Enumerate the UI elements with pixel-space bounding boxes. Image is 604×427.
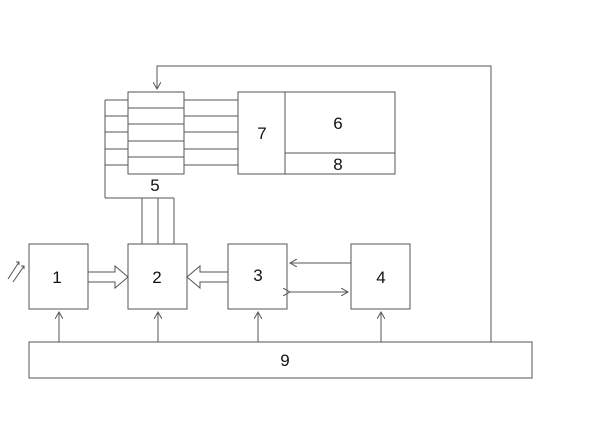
light-ray-tip-1 [16, 261, 20, 265]
light-ray-tip-2 [21, 265, 25, 269]
block-7 [237, 91, 286, 175]
block-2-to-bus-lines [141, 197, 175, 244]
block-1-label: 1 [52, 268, 61, 287]
block-8 [284, 152, 396, 175]
block-5-frame [127, 91, 185, 175]
block-4 [350, 243, 411, 310]
block-9 [28, 341, 533, 379]
block-8-label: 8 [333, 155, 342, 174]
light-input-icon [7, 261, 25, 283]
block-9-label: 9 [280, 351, 289, 370]
register-to-block-7-lines [184, 99, 238, 166]
hollow-arrow-3-to-2 [186, 264, 228, 290]
block-5-label: 5 [150, 176, 159, 195]
feedback-arrow [157, 65, 492, 342]
left-bus [104, 99, 142, 199]
block-4-label: 4 [376, 268, 385, 287]
hollow-arrow-1-to-2 [88, 264, 129, 290]
block-1 [28, 243, 89, 310]
block-6-label: 6 [333, 114, 342, 133]
light-ray-2 [12, 265, 25, 283]
block-7-label: 7 [257, 124, 266, 143]
block-3-label: 3 [253, 266, 262, 285]
light-ray-1 [7, 261, 20, 280]
block-2-label: 2 [152, 268, 161, 287]
block-5-register [127, 91, 185, 175]
block-3 [227, 243, 288, 310]
